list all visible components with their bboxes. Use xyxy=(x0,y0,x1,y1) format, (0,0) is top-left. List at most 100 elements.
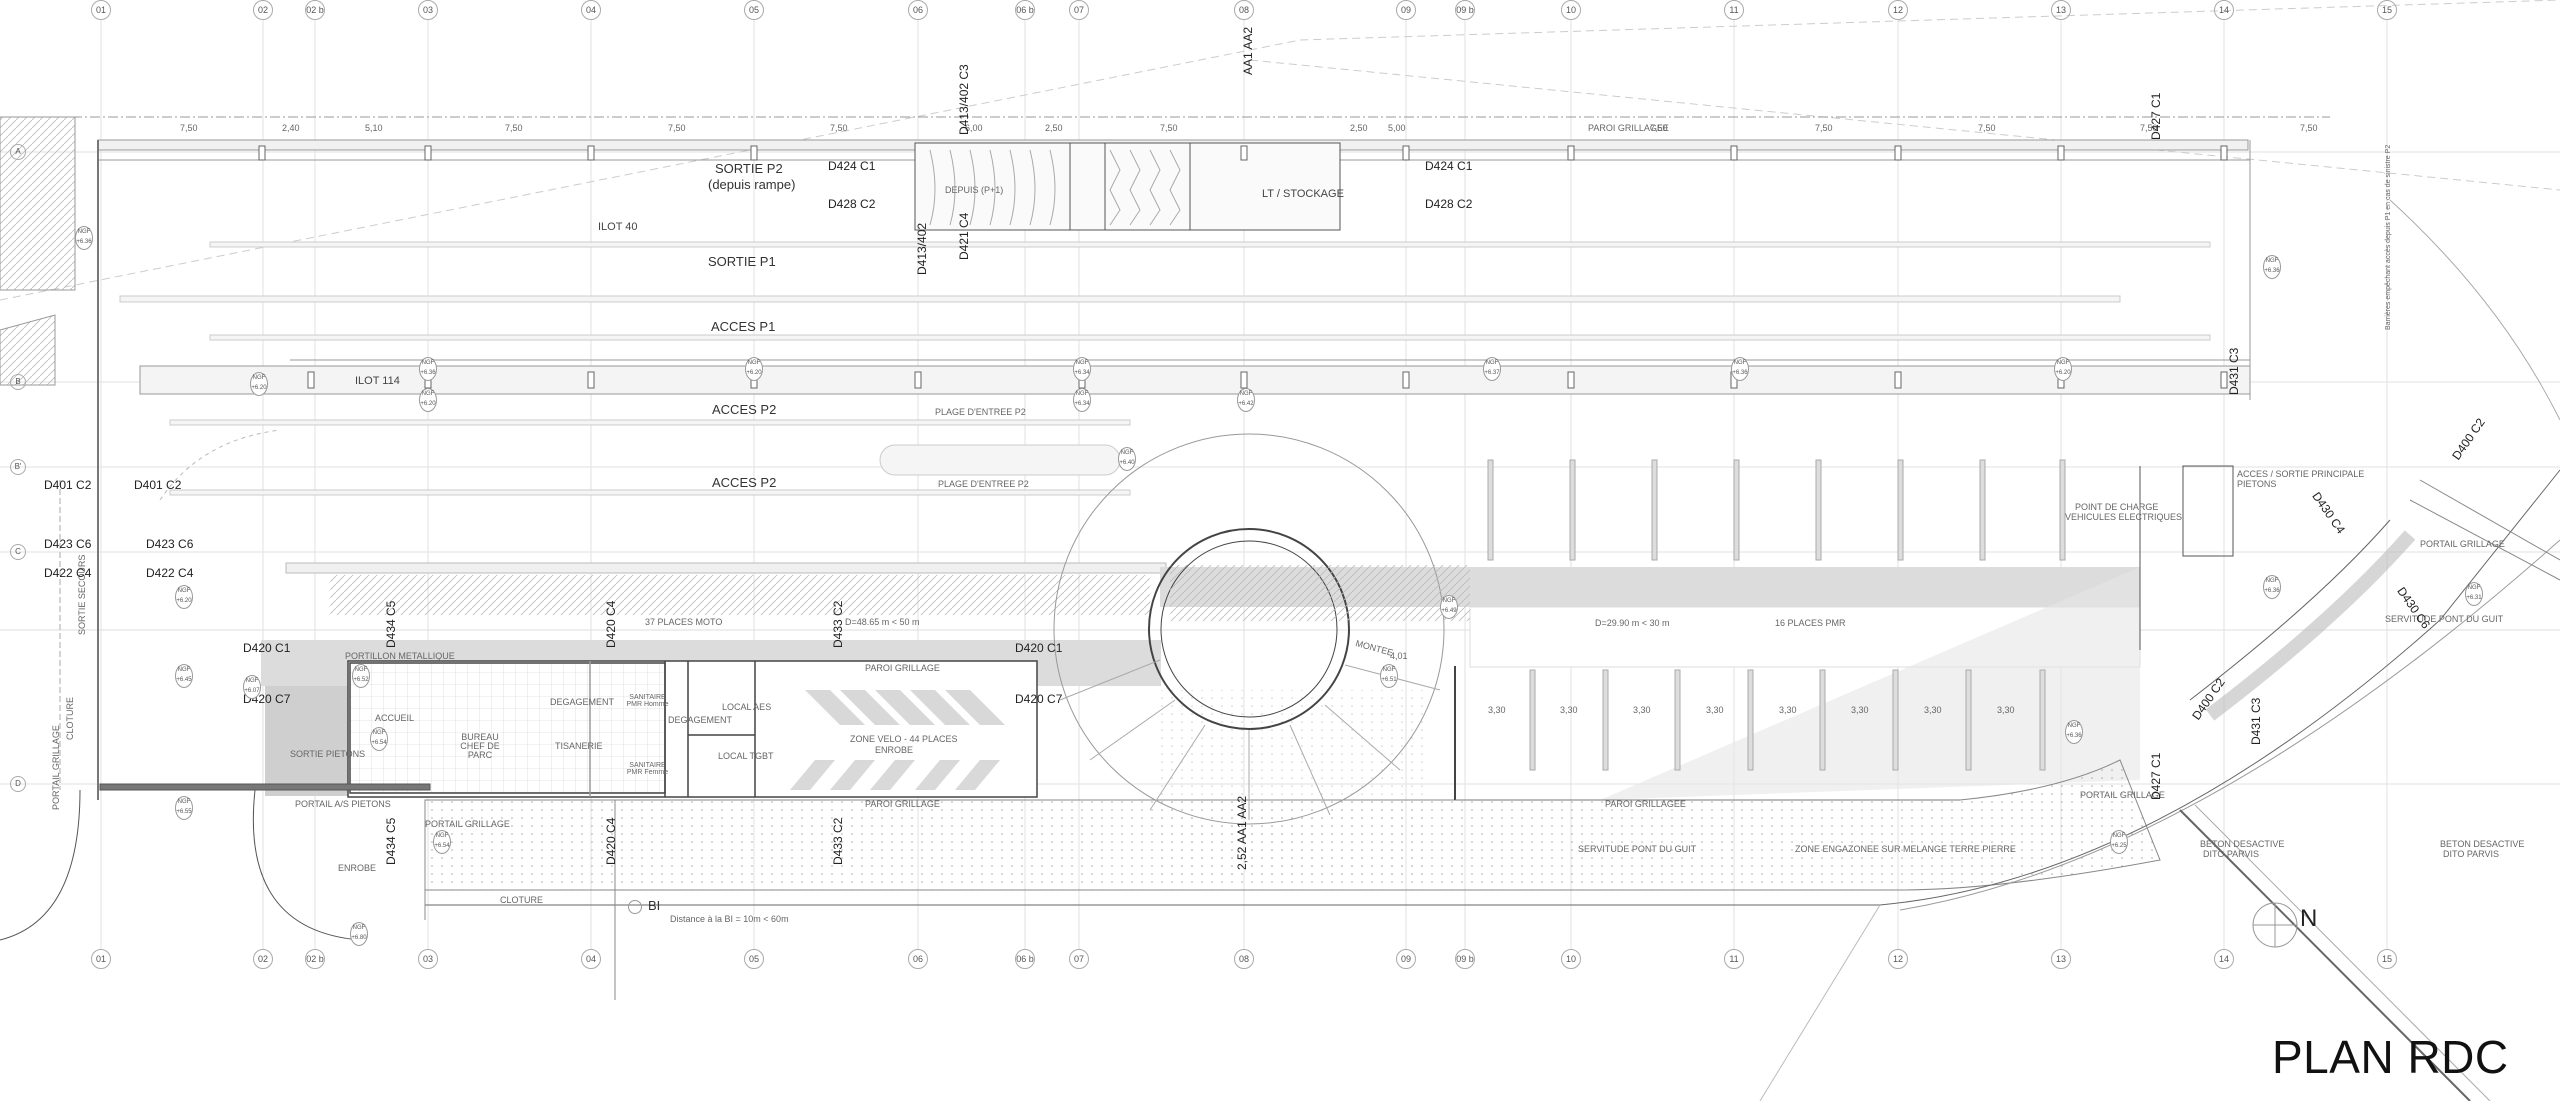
north-symbol xyxy=(2252,902,2298,948)
grid-col: 09 xyxy=(1396,949,1416,969)
label-beton: BETON DESACTIVE xyxy=(2200,839,2285,849)
grid-col: 09 b xyxy=(1455,949,1475,969)
label-acces-p2: ACCES P2 xyxy=(712,402,777,417)
dimension: 5,00 xyxy=(1388,123,1406,133)
label-local-aes: LOCAL AES xyxy=(722,702,772,712)
ngf-marker: NGF +6.49 xyxy=(1440,595,1458,619)
dimension: 3,30 xyxy=(1779,705,1797,715)
grid-col: 03 xyxy=(418,949,438,969)
ngf-marker: NGF +6.31 xyxy=(2465,582,2483,606)
label-bi-distance: Distance à la BI = 10m < 60m xyxy=(670,914,789,924)
label-portail-grillage: PORTAIL GRILLAGE xyxy=(2420,539,2505,549)
label-portillon: PORTILLON METALLIQUE xyxy=(345,651,455,661)
label-acces-principal-2: PIETONS xyxy=(2237,479,2277,489)
dimension: 2,50 xyxy=(1045,123,1063,133)
section-ref: D422 C4 xyxy=(146,566,194,580)
label-paroi-grillage: PAROI GRILLAGE xyxy=(865,663,940,673)
ngf-marker: NGF +6.20 xyxy=(175,585,193,609)
dimension: 3,30 xyxy=(1706,705,1724,715)
grid-col: 06 b xyxy=(1015,949,1035,969)
dimension: 3,30 xyxy=(1560,705,1578,715)
moto-places xyxy=(330,575,1150,615)
section-ref: D424 C1 xyxy=(828,159,876,173)
section-ref: D433 C2 xyxy=(831,600,845,648)
section-ref: AA1 AA2 xyxy=(1241,26,1255,75)
ngf-marker: NGF +6.07 xyxy=(243,675,261,699)
section-ref: D413/402 xyxy=(915,222,929,275)
ngf-marker: NGF +6.34 xyxy=(1073,357,1091,381)
section-ref: D420 C1 xyxy=(1015,641,1063,655)
label-sanitaire-homme: SANITAIRE PMR Homme xyxy=(626,694,669,708)
label-tisanerie: TISANERIE xyxy=(555,741,603,751)
grid-col: 07 xyxy=(1069,0,1089,20)
section-ref: D401 C2 xyxy=(134,478,182,492)
plan-title: PLAN RDC xyxy=(2272,1031,2509,1083)
grid-col: 09 xyxy=(1396,0,1416,20)
label-degagement: DEGAGEMENT xyxy=(550,697,615,707)
grid-col: 06 xyxy=(908,0,928,20)
grid-row: D xyxy=(10,776,26,792)
ngf-marker: NGF +6.20 xyxy=(745,357,763,381)
ngf-marker: NGF +6.34 xyxy=(1073,388,1091,412)
section-ref: D431 C3 xyxy=(2249,697,2263,745)
grid-col: 12 xyxy=(1888,0,1908,20)
dimension: 2,50 xyxy=(1350,123,1368,133)
grid-col: 06 b xyxy=(1015,0,1035,20)
grid-col: 13 xyxy=(2051,949,2071,969)
dimension: 7,50 xyxy=(668,123,686,133)
label-barrieres: Barrières empêchant accès depuis P1 en c… xyxy=(2385,144,2392,330)
section-ref: D420 C4 xyxy=(604,600,618,648)
grid-col: 04 xyxy=(581,0,601,20)
ngf-marker: NGF +6.37 xyxy=(1483,357,1501,381)
pmr-stalls xyxy=(1487,459,2066,771)
label-portail-grillage-vertical: PORTAIL GRILLAGE xyxy=(51,725,61,810)
label-portail-grillage: PORTAIL GRILLAGE xyxy=(2080,790,2165,800)
ngf-marker: NGF +6.36 xyxy=(2263,255,2281,279)
ngf-marker: NGF +6.52 xyxy=(352,664,370,688)
label-portail-as: PORTAIL A/S PIETONS xyxy=(295,799,391,809)
dimension: 7,50 xyxy=(505,123,523,133)
ngf-marker: NGF +6.40 xyxy=(1118,447,1136,471)
label-enrobe: ENROBE xyxy=(338,863,377,873)
label-distance-moto: D=48.65 m < 50 m xyxy=(845,617,920,627)
label-local-tgbt: LOCAL TGBT xyxy=(718,751,774,761)
label-ilot-40: ILOT 40 xyxy=(598,221,638,233)
grid-col: 02 xyxy=(253,0,273,20)
grid-col: 10 xyxy=(1561,949,1581,969)
grid-col: 15 xyxy=(2377,0,2397,20)
label-enrobe-velo: ENROBE xyxy=(875,745,914,755)
label-sortie-p1: SORTIE P1 xyxy=(708,254,776,269)
grid-col: 05 xyxy=(744,0,764,20)
ngf-marker: NGF +6.36 xyxy=(75,226,93,250)
label-ilot-114: ILOT 114 xyxy=(355,375,400,387)
grid-row: B xyxy=(10,374,26,390)
section-ref: D422 C4 xyxy=(44,566,92,580)
section-ref: D420 C1 xyxy=(243,641,291,655)
section-ref: D433 C2 xyxy=(831,817,845,865)
label-bi: BI xyxy=(648,898,661,913)
grid-col: 08 xyxy=(1234,949,1254,969)
grid-col: 11 xyxy=(1724,0,1744,20)
grid-col: 02 b xyxy=(305,0,325,20)
dimension: 3,30 xyxy=(1488,705,1506,715)
section-ref: D413/402 C3 xyxy=(957,64,971,135)
helix-ramp xyxy=(1053,433,1445,825)
dimension: 2,40 xyxy=(282,123,300,133)
ngf-marker: NGF +6.36 xyxy=(2263,575,2281,599)
grid-col: 11 xyxy=(1724,949,1744,969)
ngf-marker: NGF +6.45 xyxy=(175,664,193,688)
grid-col: 14 xyxy=(2214,0,2234,20)
section-ref: D434 C5 xyxy=(384,600,398,648)
grid-col: 01 xyxy=(91,949,111,969)
ngf-marker: NGF +6.20 xyxy=(419,388,437,412)
label-accueil: ACCUEIL xyxy=(375,713,415,723)
label-distance-pmr: D=29.90 m < 30 m xyxy=(1595,618,1670,628)
section-ref: D420 C4 xyxy=(604,817,618,865)
dimension: 7,50 xyxy=(1815,123,1833,133)
grid-col: 10 xyxy=(1561,0,1581,20)
grid-col: 15 xyxy=(2377,949,2397,969)
label-servitude: SERVITUDE PONT DU GUIT xyxy=(1578,844,1697,854)
label-paroi-grillage: PAROI GRILLAGE xyxy=(865,799,940,809)
ngf-marker: NGF +6.55 xyxy=(175,796,193,820)
label-montee-value: 4,01 xyxy=(1390,651,1408,661)
